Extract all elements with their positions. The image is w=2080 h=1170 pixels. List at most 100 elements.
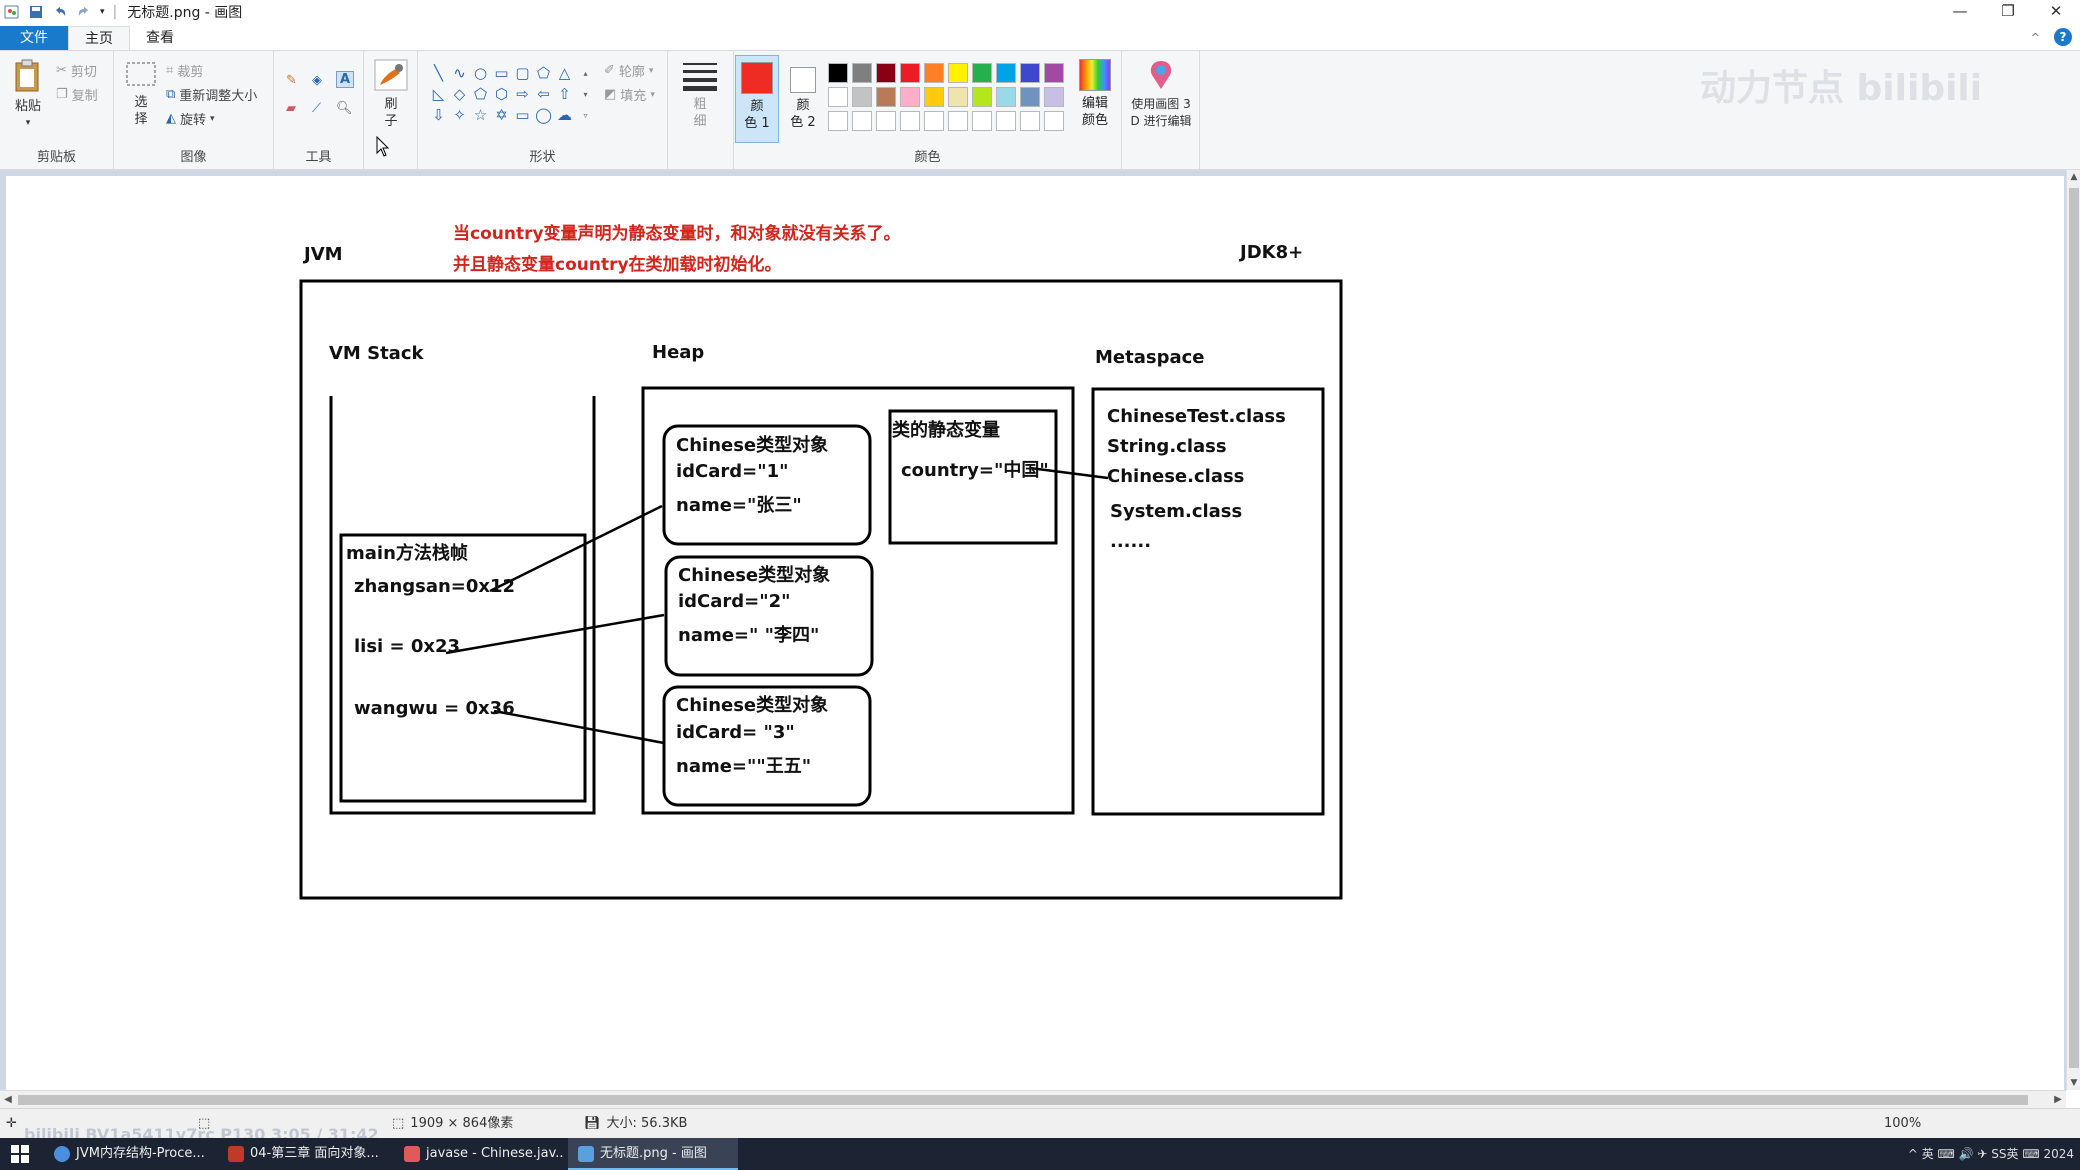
palette-swatch[interactable]: [972, 87, 992, 107]
rounded-rectangle-shape-icon[interactable]: ▢: [515, 64, 530, 82]
paint3d-button[interactable]: 使用画图 3 D 进行编辑: [1122, 59, 1200, 130]
system-tray[interactable]: ^ 英 ⌨ 🔊 ✈ SS英 ⌨ 2024: [1907, 1147, 2074, 1161]
paste-button[interactable]: 粘贴 ▾: [8, 59, 48, 132]
fill-button[interactable]: ◩填充▾: [604, 87, 655, 104]
up-arrow-shape-icon[interactable]: ⇧: [558, 85, 571, 103]
palette-swatch[interactable]: [1020, 63, 1040, 83]
palette-swatch[interactable]: [1044, 87, 1064, 107]
scroll-down-icon[interactable]: ▾: [583, 90, 588, 99]
tab-file[interactable]: 文件: [0, 26, 68, 50]
scroll-up-icon[interactable]: ▴: [583, 69, 588, 78]
fill-bucket-icon[interactable]: ◈: [312, 73, 322, 88]
eraser-icon[interactable]: ▰: [286, 101, 296, 116]
outline-button[interactable]: ✐轮廓▾: [604, 63, 654, 80]
more-shapes-icon[interactable]: ▿: [583, 111, 588, 120]
palette-swatch[interactable]: [924, 111, 944, 131]
diamond-shape-icon[interactable]: ◇: [453, 85, 466, 103]
vertical-scrollbar[interactable]: ▲ ▼: [2066, 170, 2080, 1090]
palette-swatch[interactable]: [900, 111, 920, 131]
crop-button[interactable]: ⌗裁剪: [166, 61, 203, 80]
pentagon-shape-icon[interactable]: ⬠: [473, 85, 488, 103]
edit-colors-button[interactable]: 编辑 颜色: [1072, 59, 1118, 129]
taskbar-item-paint[interactable]: 无标题.png - 画图: [568, 1138, 738, 1170]
customize-quick-access-icon[interactable]: ▾: [100, 7, 105, 17]
palette-swatch[interactable]: [972, 63, 992, 83]
down-arrow-shape-icon[interactable]: ⇩: [432, 106, 445, 124]
size-button[interactable]: 粗 细: [680, 61, 720, 130]
right-arrow-shape-icon[interactable]: ⇨: [516, 85, 529, 103]
palette-swatch[interactable]: [876, 111, 896, 131]
copy-button[interactable]: ❐复制: [56, 85, 98, 104]
palette-swatch[interactable]: [1044, 111, 1064, 131]
taskbar-item-chrome[interactable]: JVM内存结构-Proce...: [44, 1138, 214, 1170]
maximize-button[interactable]: ❐: [2001, 2, 2015, 20]
scroll-left-arrow-icon[interactable]: ◀: [4, 1094, 12, 1105]
text-tool-icon[interactable]: A: [336, 71, 355, 88]
palette-swatch[interactable]: [828, 111, 848, 131]
brushes-group[interactable]: 刷 子: [364, 51, 418, 169]
palette-swatch[interactable]: [996, 63, 1016, 83]
brushes-button[interactable]: 刷 子: [372, 59, 410, 130]
six-point-star-icon[interactable]: ✡: [495, 106, 508, 124]
size-group[interactable]: 粗 细: [668, 51, 734, 169]
palette-swatch[interactable]: [852, 111, 872, 131]
hexagon-shape-icon[interactable]: ⬡: [494, 85, 509, 103]
cut-button[interactable]: ✂剪切: [56, 61, 97, 80]
help-icon[interactable]: ?: [2054, 28, 2072, 46]
palette-swatch[interactable]: [996, 87, 1016, 107]
triangle-shape-icon[interactable]: △: [558, 64, 571, 82]
taskbar-item-idea[interactable]: javase - Chinese.jav...: [394, 1138, 564, 1170]
oval-shape-icon[interactable]: ○: [473, 64, 488, 82]
color2-selector[interactable]: 颜 色 2: [782, 55, 824, 143]
left-arrow-shape-icon[interactable]: ⇦: [537, 85, 550, 103]
minimize-button[interactable]: —: [1952, 2, 1968, 20]
redo-icon[interactable]: [76, 4, 92, 20]
polygon-shape-icon[interactable]: ⬠: [536, 64, 551, 82]
palette-swatch[interactable]: [1044, 63, 1064, 83]
palette-swatch[interactable]: [1020, 87, 1040, 107]
palette-swatch[interactable]: [1020, 111, 1040, 131]
start-button[interactable]: [0, 1138, 40, 1170]
horizontal-scroll-thumb[interactable]: [18, 1095, 2028, 1105]
close-button[interactable]: ✕: [2049, 2, 2063, 20]
horizontal-scrollbar[interactable]: ◀ ▶: [0, 1090, 2066, 1108]
palette-swatch[interactable]: [852, 63, 872, 83]
palette-swatch[interactable]: [828, 63, 848, 83]
oval-callout-icon[interactable]: ◯: [535, 106, 552, 124]
taskbar-item-wps[interactable]: 04-第三章 面向对象...: [218, 1138, 390, 1170]
palette-swatch[interactable]: [948, 87, 968, 107]
scroll-up-arrow-icon[interactable]: ▲: [2070, 172, 2078, 182]
line-shape-icon[interactable]: ╲: [433, 64, 444, 82]
color-picker-icon[interactable]: ⟋: [312, 101, 322, 116]
tab-view[interactable]: 查看: [146, 30, 174, 46]
palette-swatch[interactable]: [900, 63, 920, 83]
resize-button[interactable]: ⧉重新调整大小: [166, 85, 257, 104]
four-point-star-icon[interactable]: ✧: [453, 106, 466, 124]
drawing-canvas[interactable]: 当country变量声明为静态变量时，和对象就没有关系了。 并且静态变量coun…: [6, 136, 2064, 1090]
palette-swatch[interactable]: [972, 111, 992, 131]
select-button[interactable]: 选 择: [122, 59, 160, 128]
cloud-callout-icon[interactable]: ☁: [557, 106, 572, 124]
right-triangle-shape-icon[interactable]: ◺: [432, 85, 445, 103]
palette-swatch[interactable]: [876, 87, 896, 107]
pencil-icon[interactable]: ✎: [286, 73, 297, 88]
color1-selector[interactable]: 颜 色 1: [735, 55, 779, 143]
palette-swatch[interactable]: [900, 87, 920, 107]
rectangle-shape-icon[interactable]: ▭: [494, 64, 509, 82]
palette-swatch[interactable]: [876, 63, 896, 83]
palette-swatch[interactable]: [852, 87, 872, 107]
palette-swatch[interactable]: [996, 111, 1016, 131]
rect-callout-icon[interactable]: ▭: [515, 106, 530, 124]
save-icon[interactable]: [28, 4, 44, 20]
curve-shape-icon[interactable]: ∿: [453, 64, 466, 82]
scroll-right-arrow-icon[interactable]: ▶: [2054, 1094, 2062, 1105]
palette-swatch[interactable]: [924, 63, 944, 83]
five-point-star-icon[interactable]: ☆: [473, 106, 488, 124]
vertical-scroll-thumb[interactable]: [2069, 188, 2079, 1068]
palette-swatch[interactable]: [948, 63, 968, 83]
paint3d-group[interactable]: 使用画图 3 D 进行编辑: [1122, 51, 1200, 169]
palette-swatch[interactable]: [924, 87, 944, 107]
palette-swatch[interactable]: [828, 87, 848, 107]
collapse-ribbon-icon[interactable]: ^: [2030, 30, 2040, 44]
rotate-button[interactable]: ◭旋转▾: [166, 111, 215, 128]
